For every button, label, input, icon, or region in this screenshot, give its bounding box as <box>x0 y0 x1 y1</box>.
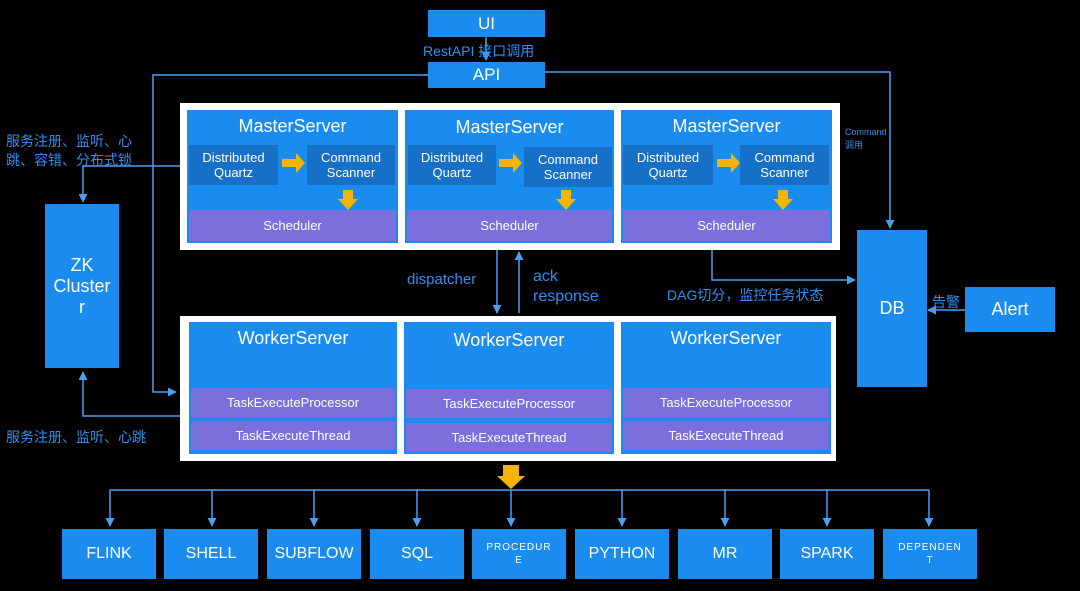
alert-label: Alert <box>991 299 1029 319</box>
task-type-spark: SPARK <box>780 529 874 579</box>
master-server-3: MasterServer Distributed Quartz Command … <box>621 110 832 243</box>
distributed-quartz: Distributed Quartz <box>623 145 713 185</box>
ui-box: UI <box>428 10 545 37</box>
task-type-subflow: SUBFLOW <box>267 529 361 579</box>
command-call-label-1: Command <box>845 127 887 137</box>
ack-label: ack <box>533 268 558 285</box>
command-scanner: Command Scanner <box>740 145 829 185</box>
dispatcher-label: dispatcher <box>407 271 477 288</box>
worker-server-3: WorkerServer TaskExecuteProcessor TaskEx… <box>621 322 831 454</box>
master-server-1: MasterServer Distributed Quartz Command … <box>187 110 398 243</box>
response-label: response <box>533 288 599 305</box>
distributed-quartz: Distributed Quartz <box>408 145 496 185</box>
task-execute-thread: TaskExecuteThread <box>623 421 829 450</box>
alert-box: Alert <box>965 287 1055 332</box>
master-title: MasterServer <box>672 116 781 136</box>
task-type-shell: SHELL <box>164 529 258 579</box>
task-type-procedure: PROCEDUR E <box>472 529 566 579</box>
master-title: MasterServer <box>455 117 564 137</box>
task-type-mr: MR <box>678 529 772 579</box>
db-box: DB <box>857 230 927 387</box>
master-server-2: MasterServer Distributed Quartz Command … <box>405 110 614 243</box>
worker-server-2: WorkerServer TaskExecuteProcessor TaskEx… <box>404 322 614 454</box>
zk-worker-label: 服务注册、监听、心跳 <box>6 429 146 445</box>
task-execute-processor: TaskExecuteProcessor <box>406 389 612 418</box>
distributed-quartz: Distributed Quartz <box>189 145 278 185</box>
alarm-label: 告警 <box>932 294 960 310</box>
api-box: API <box>428 62 545 88</box>
zk-line1: ZK <box>70 254 94 275</box>
command-scanner: Command Scanner <box>524 147 612 187</box>
dispatch-down-arrow <box>497 465 525 489</box>
command-call-label-2: 调用 <box>845 140 864 150</box>
zk-line3: r <box>79 296 85 317</box>
worker-server-1: WorkerServer TaskExecuteProcessor TaskEx… <box>189 322 397 454</box>
scheduler: Scheduler <box>407 210 612 241</box>
task-type-sql: SQL <box>370 529 464 579</box>
zk-master-label-2: 跳、容错、分布式锁 <box>6 152 132 168</box>
ui-label: UI <box>478 13 495 33</box>
api-label: API <box>472 65 501 84</box>
db-label: DB <box>879 298 905 318</box>
worker-title: WorkerServer <box>453 330 565 350</box>
scheduler: Scheduler <box>189 210 396 241</box>
task-execute-thread: TaskExecuteThread <box>191 421 395 450</box>
task-type-python: PYTHON <box>575 529 669 579</box>
task-execute-processor: TaskExecuteProcessor <box>191 388 395 417</box>
rest-api-label: RestAPI 接口调用 <box>423 43 535 59</box>
command-scanner: Command Scanner <box>307 145 395 185</box>
task-type-dependent: DEPENDEN T <box>883 529 977 579</box>
worker-title: WorkerServer <box>237 328 349 348</box>
task-type-flink: FLINK <box>62 529 156 579</box>
worker-title: WorkerServer <box>670 328 782 348</box>
task-execute-processor: TaskExecuteProcessor <box>623 388 829 417</box>
zk-cluster-box: ZK Cluster r <box>45 204 119 368</box>
dag-label: DAG切分，监控任务状态 <box>667 287 824 303</box>
master-title: MasterServer <box>238 116 347 136</box>
zk-line2: Cluster <box>53 275 111 296</box>
scheduler: Scheduler <box>623 210 830 241</box>
zk-master-label-1: 服务注册、监听、心 <box>6 133 132 149</box>
task-execute-thread: TaskExecuteThread <box>406 423 612 452</box>
